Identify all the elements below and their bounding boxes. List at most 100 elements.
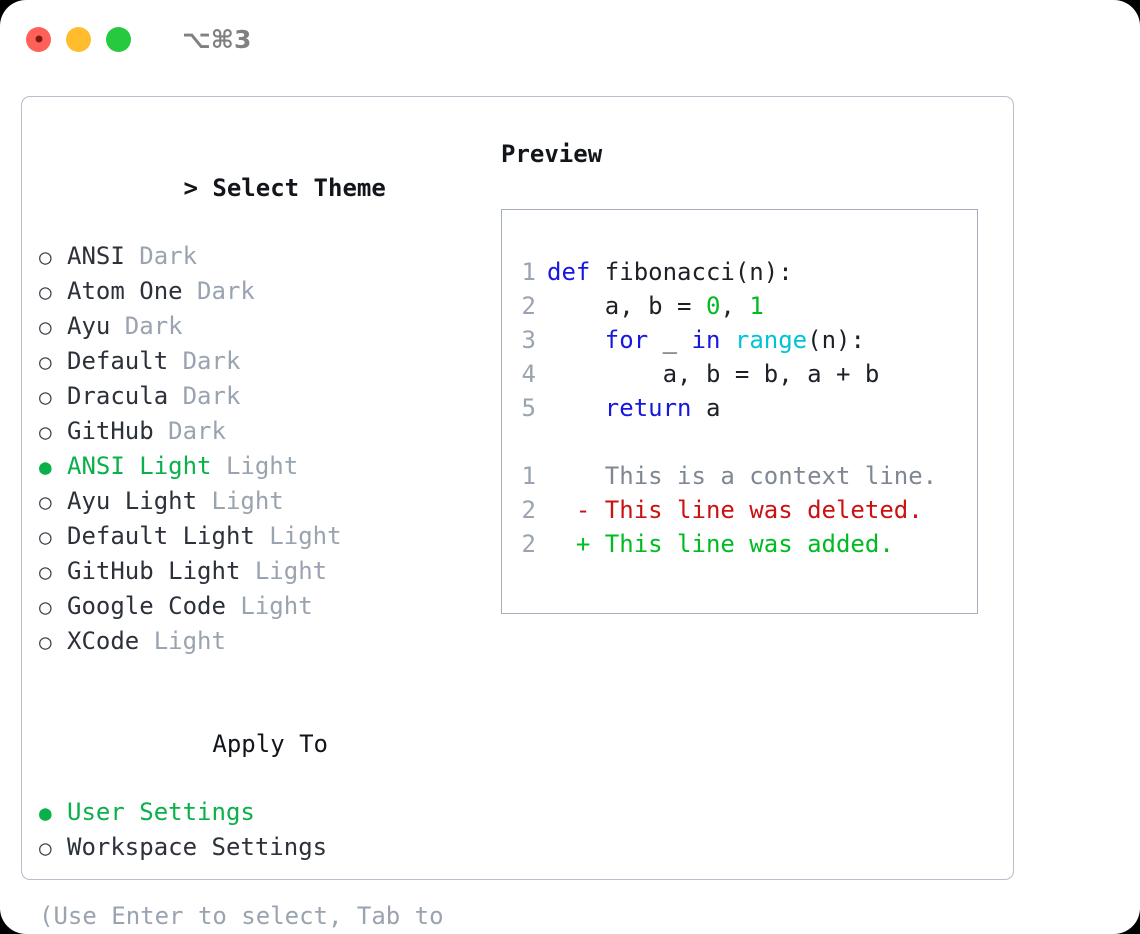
theme-option-label: ANSI Light [67,452,212,480]
theme-option-ayu-light[interactable]: ○Ayu Light Light [39,484,484,519]
code-line: 4 a, b = b, a + b [520,357,977,391]
theme-option-ansi-light[interactable]: ●ANSI Light Light [39,449,484,484]
theme-option-variant: Dark [110,312,183,340]
radio-unselected-icon: ○ [39,560,52,584]
prompt-caret-icon: > [183,174,213,202]
code-token: for [604,326,649,354]
theme-option-variant: Light [225,592,313,620]
minimize-button[interactable] [66,26,91,52]
code-token [547,326,605,354]
radio-selected-icon: ● [39,801,52,825]
radio-selected-icon: ● [39,455,52,479]
code-token: range [734,326,808,354]
apply-to-option-workspace-settings[interactable]: ○ Workspace Settings [39,830,484,865]
theme-option-label: Default [67,347,169,375]
code-line-number: 2 [521,292,536,320]
theme-option-label: GitHub Light [67,557,241,585]
diff-line-del: 2 - This line was deleted. [520,493,977,527]
code-token: fibonacci(n): [590,258,793,286]
radio-unselected-icon: ○ [39,595,52,619]
theme-option-label: ANSI [67,242,125,270]
radio-unselected-icon: ○ [39,385,52,409]
theme-option-google-code[interactable]: ○Google Code Light [39,589,484,624]
code-line-number: 3 [521,326,536,354]
keyboard-shortcut-label: ⌥⌘3 [182,24,252,54]
code-line: 5 return a [520,391,977,425]
code-token [547,394,605,422]
keyboard-hint-text: (Use Enter to select, Tab to change focu… [39,902,444,930]
code-token: 0 [705,292,721,320]
options-column: > Select Theme ○ANSI Dark○Atom One Dark○… [22,137,484,934]
radio-unselected-icon: ○ [39,280,52,304]
theme-option-github[interactable]: ○ GitHub Dark [39,414,484,449]
code-line-number: 4 [521,360,536,388]
section-gap [39,659,484,693]
apply-to-heading: Apply To [39,693,484,795]
theme-option-github-light[interactable]: ○GitHub Light Light [39,554,484,589]
apply-to-indent [184,730,213,758]
diff-line-text: This is a context line. [547,462,938,490]
theme-option-xcode[interactable]: ○ XCode Light [39,624,484,659]
theme-option-ayu[interactable]: ○Ayu Dark [39,309,484,344]
select-theme-heading: > Select Theme [39,137,484,239]
theme-option-atom-one[interactable]: ○Atom One Dark [39,274,484,309]
theme-option-variant: Dark [153,417,226,445]
diff-line-ctx: 1 This is a context line. [520,459,977,493]
code-token: return [604,394,692,422]
card-columns: > Select Theme ○ANSI Dark○Atom One Dark○… [22,97,1013,934]
code-token: a [691,394,721,422]
radio-unselected-icon: ○ [39,245,52,269]
code-line: 2 a, b = 0, 1 [520,289,977,323]
code-token: 1 [749,292,764,320]
radio-unselected-icon: ○ [39,350,52,374]
radio-unselected-icon: ○ [39,420,52,444]
code-token: a, b = b, a + b [547,360,880,388]
code-token: , [720,292,750,320]
diff-line-text: - This line was deleted. [547,496,923,524]
theme-option-ansi[interactable]: ○ ANSI Dark [39,239,484,274]
apply-to-option-label: Workspace Settings [67,833,328,861]
select-theme-heading-label: Select Theme [212,174,386,202]
code-token: a, b = [547,292,706,320]
close-button[interactable] [26,26,51,52]
theme-option-label: Default Light [67,522,255,550]
code-line: 3 for _ in range(n): [520,323,977,357]
diff-line-number: 2 [521,530,536,558]
radio-unselected-icon: ○ [39,836,52,860]
apply-to-option-list[interactable]: ●User Settings ○ Workspace Settings [39,795,484,865]
maximize-button[interactable] [106,26,131,52]
theme-option-default[interactable]: ○Default Dark [39,344,484,379]
theme-option-default-light[interactable]: ○Default Light Light [39,519,484,554]
apply-to-heading-label: Apply To [212,730,328,758]
theme-option-variant: Dark [124,242,198,270]
theme-picker-card: > Select Theme ○ANSI Dark○Atom One Dark○… [21,96,1014,930]
theme-option-dracula[interactable]: ○Dracula Dark [39,379,484,414]
code-token: (n): [807,326,865,354]
theme-option-variant: Light [139,627,226,655]
code-diff-gap [520,425,977,459]
theme-option-list[interactable]: ○ANSI Dark○Atom One Dark○Ayu Dark○Defaul… [39,239,484,659]
code-line-number: 5 [521,394,536,422]
theme-option-label: Ayu Light [67,487,198,515]
radio-unselected-icon: ○ [39,630,52,654]
theme-option-label: GitHub [67,417,154,445]
diff-line-number: 2 [521,496,536,524]
diff-line-add: 2 + This line was added. [520,527,977,561]
apply-to-option-user-settings[interactable]: ●User Settings [39,795,484,830]
theme-option-label: XCode [67,627,140,655]
code-line-number: 1 [521,258,536,286]
theme-option-variant: Dark [168,382,241,410]
diff-line-number: 1 [521,462,536,490]
radio-unselected-icon: ○ [39,525,52,549]
diff-line-text: + This line was added. [547,530,894,558]
code-token: _ [648,326,692,354]
theme-option-label: Atom One [67,277,183,305]
diff-sample: 1 This is a context line.2 - This line w… [520,459,977,561]
code-token [720,326,734,354]
code-token: in [691,326,721,354]
